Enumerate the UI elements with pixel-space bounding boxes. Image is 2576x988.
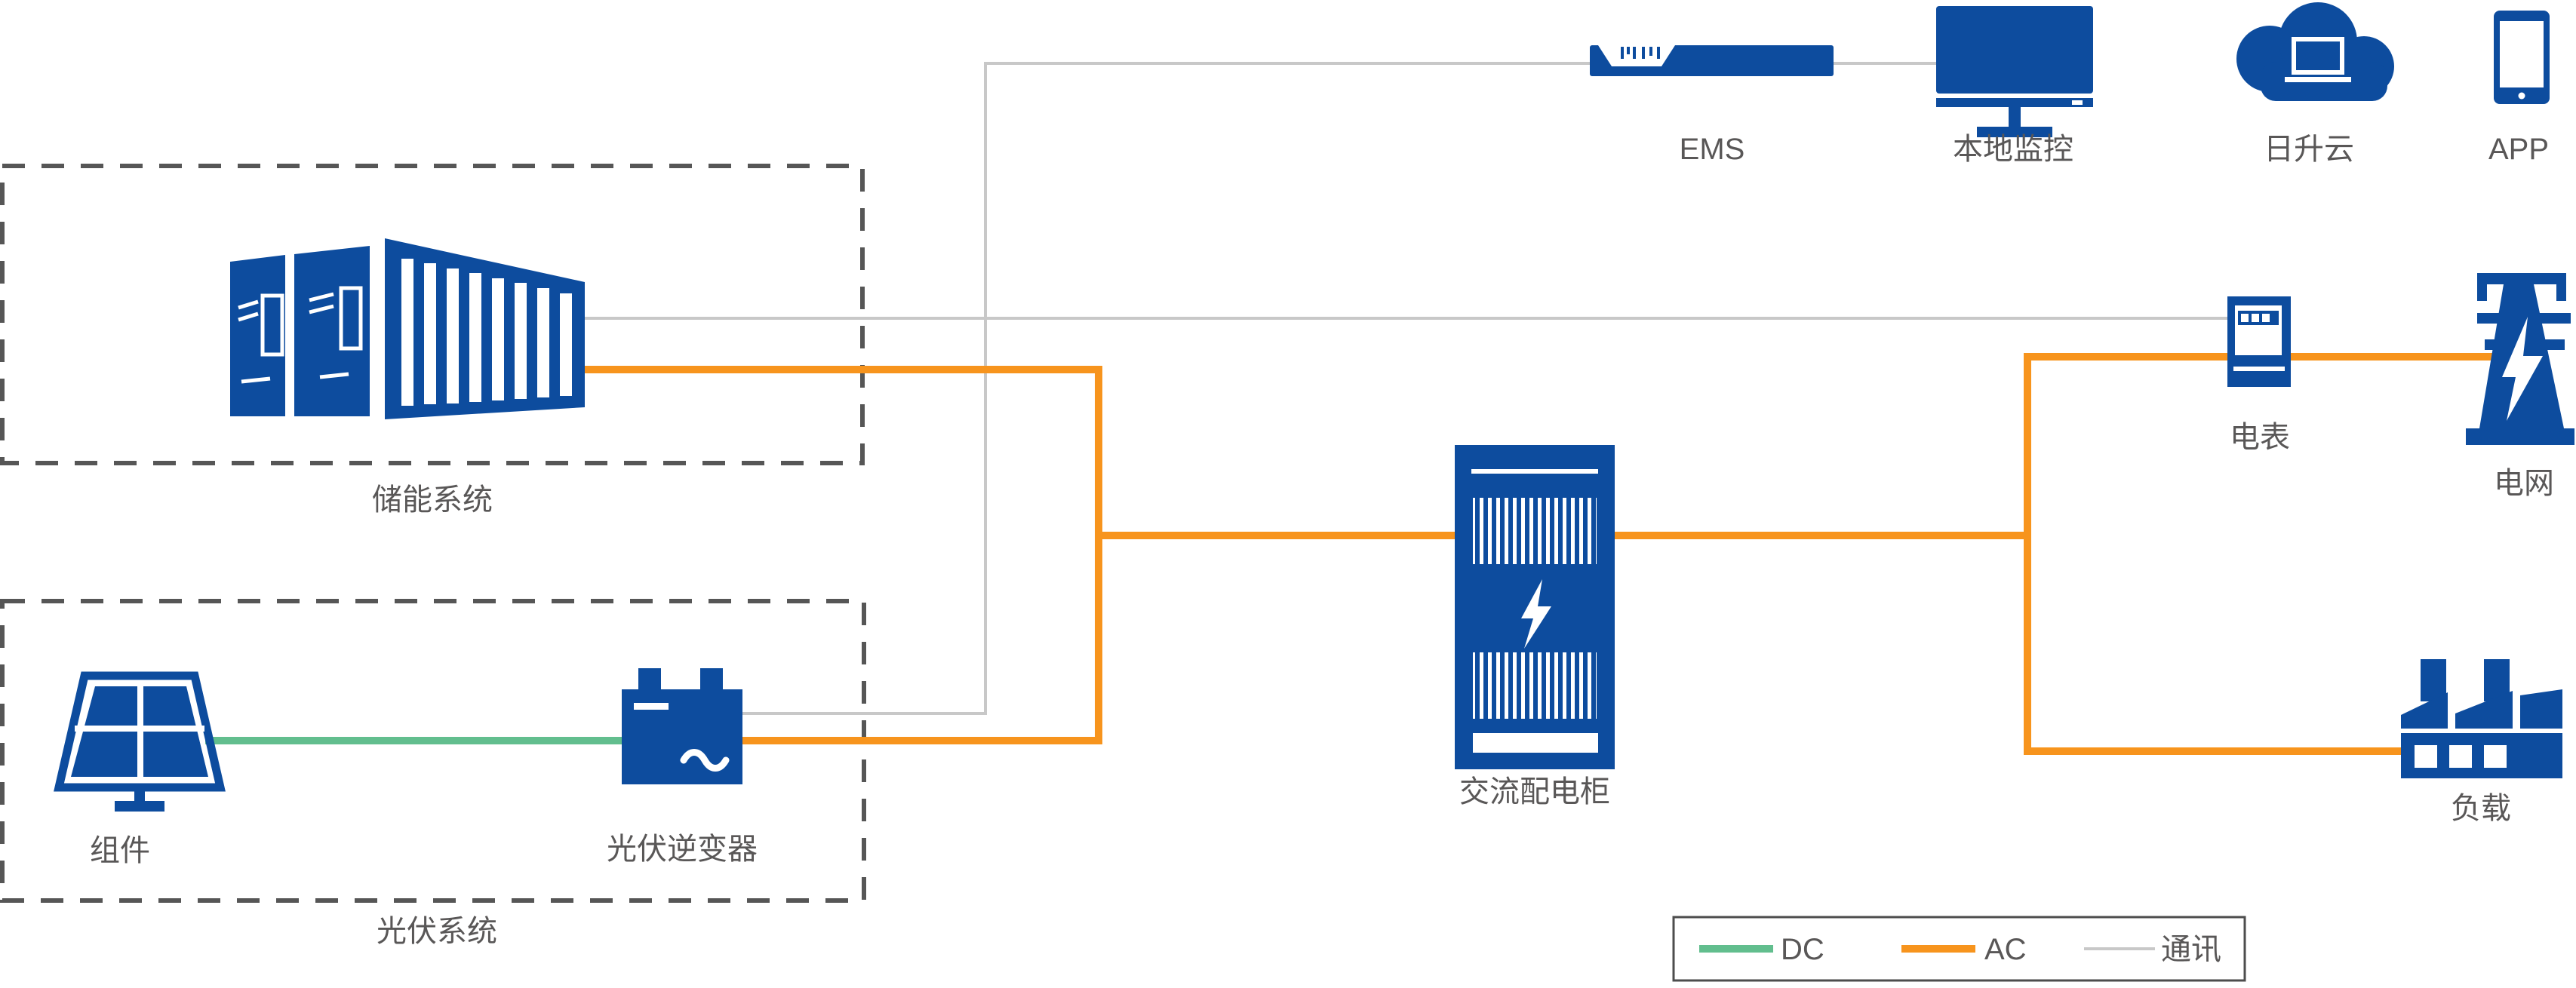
app-phone-icon — [2494, 11, 2550, 104]
ac-line-storage-inverter-trunk — [581, 366, 1102, 744]
ac-cabinet-icon — [1455, 445, 1615, 769]
inverter-label: 光伏逆变器 — [607, 833, 758, 866]
storage-system-box — [0, 164, 865, 465]
pv-module-icon — [54, 671, 226, 812]
load-factory-icon — [2401, 659, 2562, 778]
comm-lines — [585, 62, 2227, 715]
cloud-label: 日升云 — [2264, 133, 2354, 166]
pv-inverter-icon — [622, 668, 742, 784]
icons — [54, 2, 2574, 812]
cloud-icon — [2236, 2, 2394, 101]
ac-cabinet-label: 交流配电柜 — [1459, 775, 1610, 809]
local-monitor-label: 本地监控 — [1953, 133, 2073, 166]
ac-lines — [581, 353, 2494, 755]
module-label: 组件 — [90, 834, 150, 867]
group-boxes — [0, 164, 866, 903]
ems-label: EMS — [1680, 133, 1745, 166]
storage-container-icon — [230, 238, 585, 419]
storage-system-label: 储能系统 — [372, 483, 493, 517]
meter-icon — [2227, 296, 2291, 387]
ems-icon — [1590, 45, 1834, 76]
pv-system-box — [0, 599, 866, 903]
grid-tower-icon — [2466, 273, 2574, 445]
pv-system-label: 光伏系统 — [377, 915, 497, 948]
load-label: 负载 — [2451, 792, 2511, 825]
meter-label: 电表 — [2230, 421, 2290, 454]
comm-line-inverter-to-ems — [742, 62, 1590, 715]
app-label: APP — [2488, 133, 2549, 166]
local-monitor-icon — [1936, 6, 2093, 137]
ac-line-bus-meter-load — [2024, 353, 2401, 755]
legend-comm-label: 通讯 — [2161, 933, 2221, 966]
grid-label: 电网 — [2494, 467, 2554, 500]
legend-ac-label: AC — [1984, 933, 2027, 966]
labels: EMS 本地监控 日升云 APP 储能系统 组件 光伏逆变器 光伏系统 交流配电… — [90, 133, 2554, 948]
legend: DC AC 通讯 — [1672, 916, 2246, 982]
legend-dc-label: DC — [1781, 933, 1824, 966]
